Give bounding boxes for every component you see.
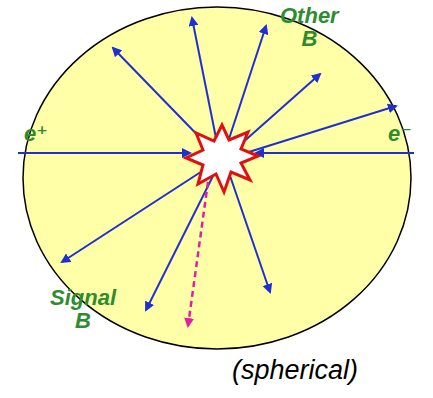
beam-label: e⁻ — [388, 122, 412, 145]
signal-track — [188, 182, 208, 326]
collision-burst — [186, 125, 258, 192]
particle-label: Signal B — [50, 286, 116, 332]
detector-sphere — [23, 7, 411, 349]
particle-label: Other B — [280, 4, 339, 50]
track-arrows — [18, 18, 414, 310]
caption-note: (spherical) — [232, 356, 358, 384]
beam-label: e⁺ — [24, 122, 48, 145]
